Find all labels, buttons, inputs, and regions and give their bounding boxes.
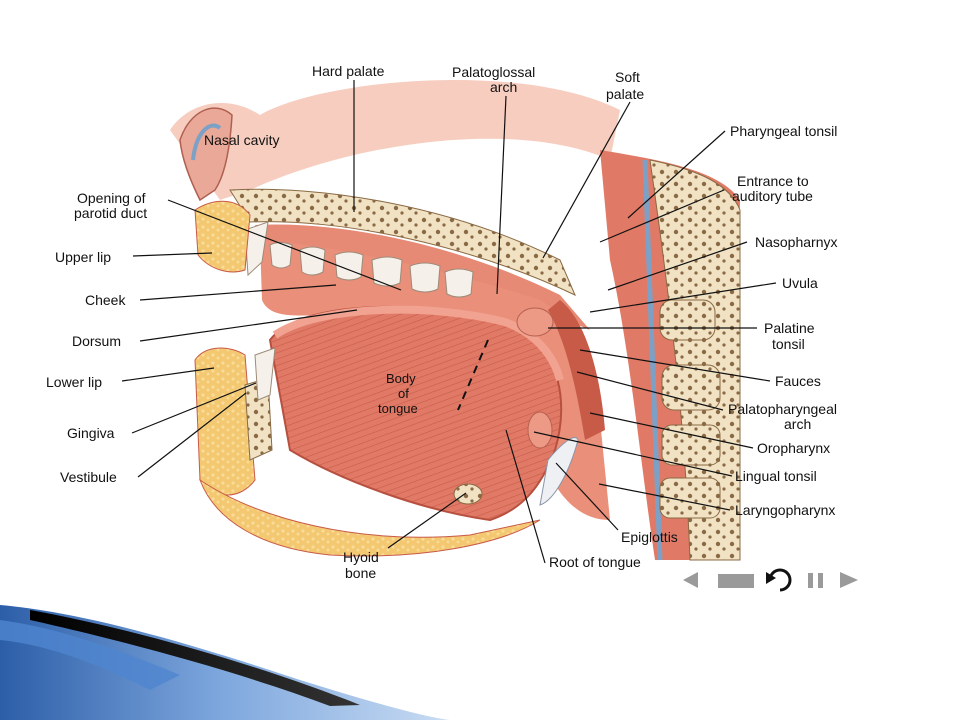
pause-icon[interactable] [808, 573, 823, 588]
triangle-right-icon[interactable] [840, 572, 858, 588]
label-entrance-auditory-2: auditory tube [732, 188, 813, 204]
anatomy-drawing [170, 79, 741, 561]
label-palatine-tonsil-2: tonsil [772, 336, 805, 352]
label-hyoid-bone-2: bone [345, 565, 376, 581]
label-lower-lip: Lower lip [46, 374, 102, 390]
slide-nav-controls [683, 568, 858, 592]
label-palatine-tonsil: Palatine [764, 320, 815, 336]
leader-lines [121, 80, 777, 564]
label-dorsum: Dorsum [72, 333, 121, 349]
return-arrow-icon[interactable] [766, 568, 792, 592]
label-palatopharyngeal-arch-2: arch [784, 416, 811, 432]
label-upper-lip: Upper lip [55, 249, 111, 265]
label-body-of-tongue-3: tongue [378, 401, 418, 416]
label-oropharynx: Oropharynx [757, 440, 830, 456]
label-lingual-tonsil: Lingual tonsil [735, 468, 817, 484]
label-palatoglossal-arch: Palatoglossal [452, 64, 535, 80]
label-laryngopharynx: Laryngopharynx [735, 502, 835, 518]
menu-bar-icon[interactable] [718, 574, 754, 588]
slide-decoration [0, 605, 450, 720]
label-cheek: Cheek [85, 292, 126, 308]
label-root-of-tongue: Root of tongue [549, 554, 641, 570]
label-pharyngeal-tonsil: Pharyngeal tonsil [730, 123, 837, 139]
label-uvula: Uvula [782, 275, 818, 291]
label-gingiva: Gingiva [67, 425, 115, 441]
label-entrance-auditory: Entrance to [737, 173, 809, 189]
triangle-left-icon[interactable] [683, 572, 698, 588]
label-opening-parotid-2: parotid duct [74, 205, 147, 221]
labels: Hard palate Palatoglossal arch Soft pala… [46, 63, 838, 581]
label-opening-parotid: Opening of [77, 190, 146, 206]
label-body-of-tongue-2: of [398, 386, 409, 401]
label-nasopharynx: Nasopharnyx [755, 234, 838, 250]
label-epiglottis: Epiglottis [621, 529, 678, 545]
label-nasal-cavity: Nasal cavity [204, 132, 279, 148]
label-palatopharyngeal-arch: Palatopharyngeal [728, 401, 837, 417]
label-soft-palate-2: palate [606, 86, 644, 102]
label-soft-palate: Soft [615, 69, 640, 85]
label-palatoglossal-arch-2: arch [490, 79, 517, 95]
label-vestibule: Vestibule [60, 469, 117, 485]
label-body-of-tongue: Body [386, 371, 416, 386]
label-fauces: Fauces [775, 373, 821, 389]
label-hard-palate: Hard palate [312, 63, 385, 79]
label-hyoid-bone: Hyoid [343, 549, 379, 565]
